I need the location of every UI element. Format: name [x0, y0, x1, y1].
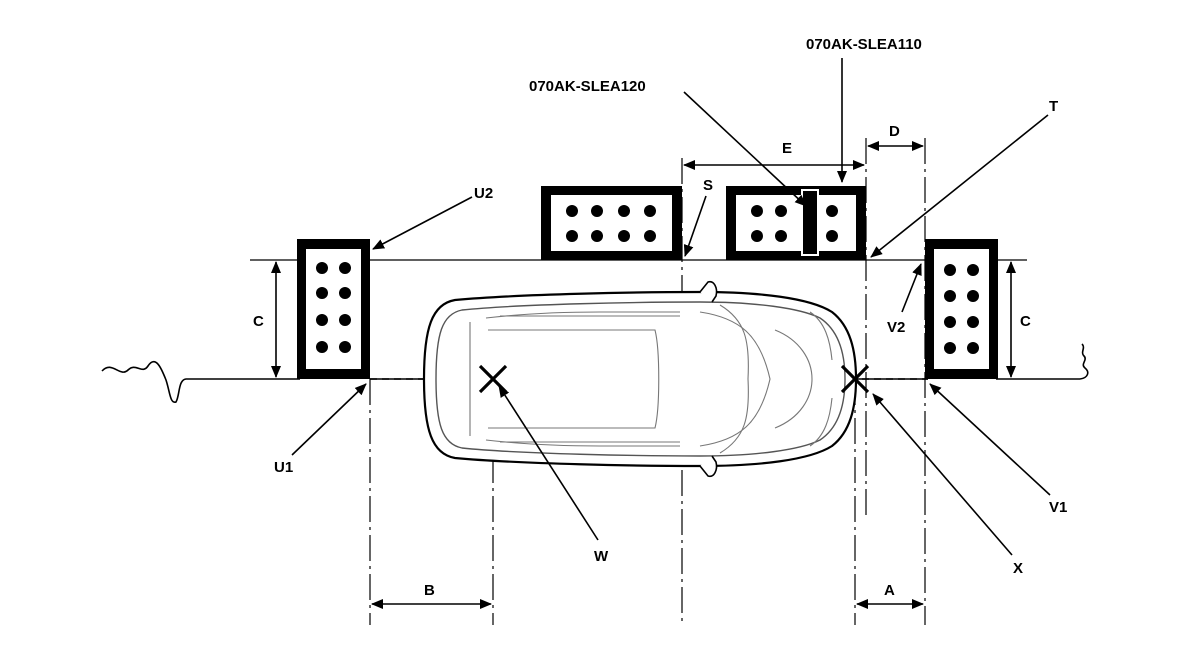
right-target-panel [925, 239, 998, 379]
label-t: T [1049, 98, 1058, 115]
label-s: S [703, 177, 713, 194]
label-c-right: C [1020, 313, 1031, 330]
label-d: D [889, 123, 900, 140]
label-u1: U1 [274, 459, 293, 476]
label-v1: V1 [1049, 499, 1067, 516]
label-v2: V2 [887, 319, 905, 336]
leader-lines [291, 58, 1051, 556]
front-axle-marker [840, 364, 870, 394]
label-b: B [424, 582, 435, 599]
label-c-left: C [253, 313, 264, 330]
label-x: X [1013, 560, 1023, 577]
vehicle-top-view [422, 280, 858, 478]
label-e: E [782, 140, 792, 157]
label-w: W [594, 548, 609, 565]
part-label-110: 070AK-SLEA110 [806, 36, 922, 53]
part-label-120: 070AK-SLEA120 [529, 78, 646, 95]
label-u2: U2 [474, 185, 493, 202]
top-left-target-panel [541, 186, 682, 260]
label-a: A [884, 582, 895, 599]
left-target-panel [297, 239, 370, 379]
